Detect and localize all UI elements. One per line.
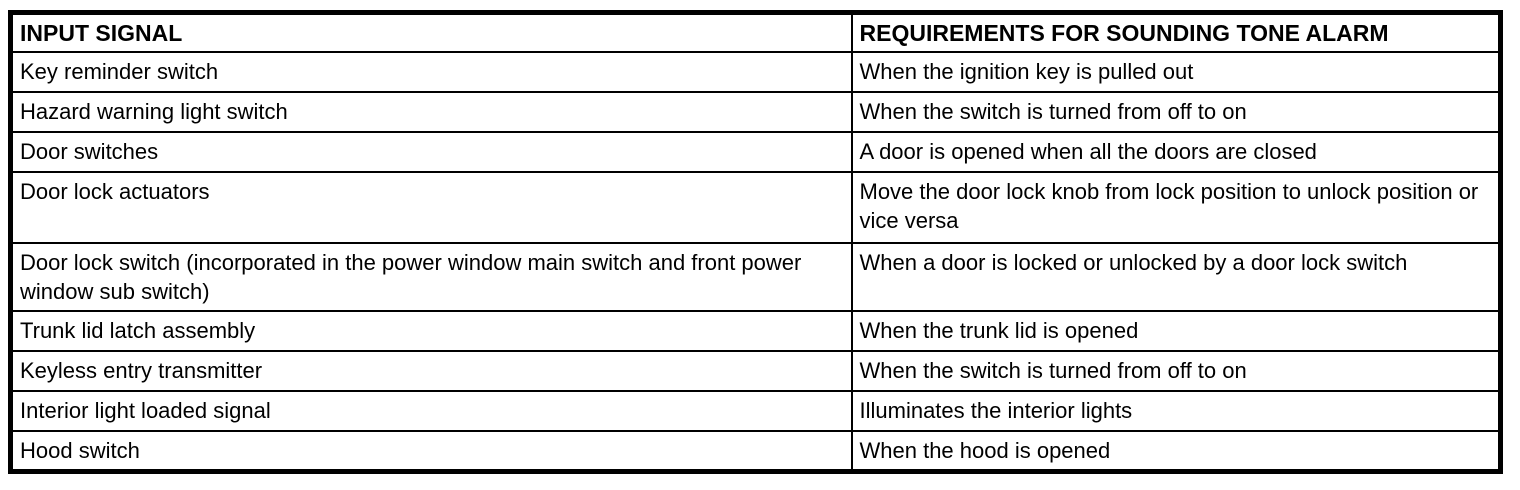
table-row: Door lock switch (incorporated in the po… [9, 242, 1502, 313]
input-signal-cell: Key reminder switch [9, 51, 853, 94]
requirement-cell: Move the door lock knob from lock positi… [850, 171, 1502, 245]
table-row: Interior light loaded signal Illuminates… [9, 390, 1502, 433]
input-signal-cell: Keyless entry transmitter [9, 350, 853, 393]
table-row: Door switches A door is opened when all … [9, 131, 1502, 174]
tone-alarm-table-container: INPUT SIGNAL REQUIREMENTS FOR SOUNDING T… [8, 10, 1503, 475]
table-row: Hood switch When the hood is opened [9, 430, 1502, 473]
requirement-cell: When the switch is turned from off to on [850, 350, 1502, 393]
requirement-cell: A door is opened when all the doors are … [850, 131, 1502, 174]
table-row: Door lock actuators Move the door lock k… [9, 171, 1502, 245]
input-signal-cell: Hazard warning light switch [9, 91, 853, 134]
table-row: Key reminder switch When the ignition ke… [9, 51, 1502, 94]
requirement-cell: When the hood is opened [850, 430, 1502, 473]
table-row: Hazard warning light switch When the swi… [9, 91, 1502, 134]
column-header-requirements: REQUIREMENTS FOR SOUNDING TONE ALARM [850, 11, 1502, 54]
requirement-cell: When the switch is turned from off to on [850, 91, 1502, 134]
input-signal-cell: Interior light loaded signal [9, 390, 853, 433]
column-header-input-signal: INPUT SIGNAL [9, 11, 853, 54]
input-signal-cell: Door switches [9, 131, 853, 174]
tone-alarm-requirements-table: INPUT SIGNAL REQUIREMENTS FOR SOUNDING T… [8, 10, 1503, 475]
input-signal-cell: Hood switch [9, 430, 853, 473]
requirement-cell: Illuminates the interior lights [850, 390, 1502, 433]
table-row: Keyless entry transmitter When the switc… [9, 350, 1502, 393]
input-signal-cell: Door lock switch (incorporated in the po… [9, 242, 853, 313]
input-signal-cell: Trunk lid latch assembly [9, 310, 853, 353]
table-row: Trunk lid latch assembly When the trunk … [9, 310, 1502, 353]
input-signal-cell: Door lock actuators [9, 171, 853, 245]
requirement-cell: When the ignition key is pulled out [850, 51, 1502, 94]
requirement-cell: When the trunk lid is opened [850, 310, 1502, 353]
requirement-cell: When a door is locked or unlocked by a d… [850, 242, 1502, 313]
table-header-row: INPUT SIGNAL REQUIREMENTS FOR SOUNDING T… [9, 11, 1502, 54]
